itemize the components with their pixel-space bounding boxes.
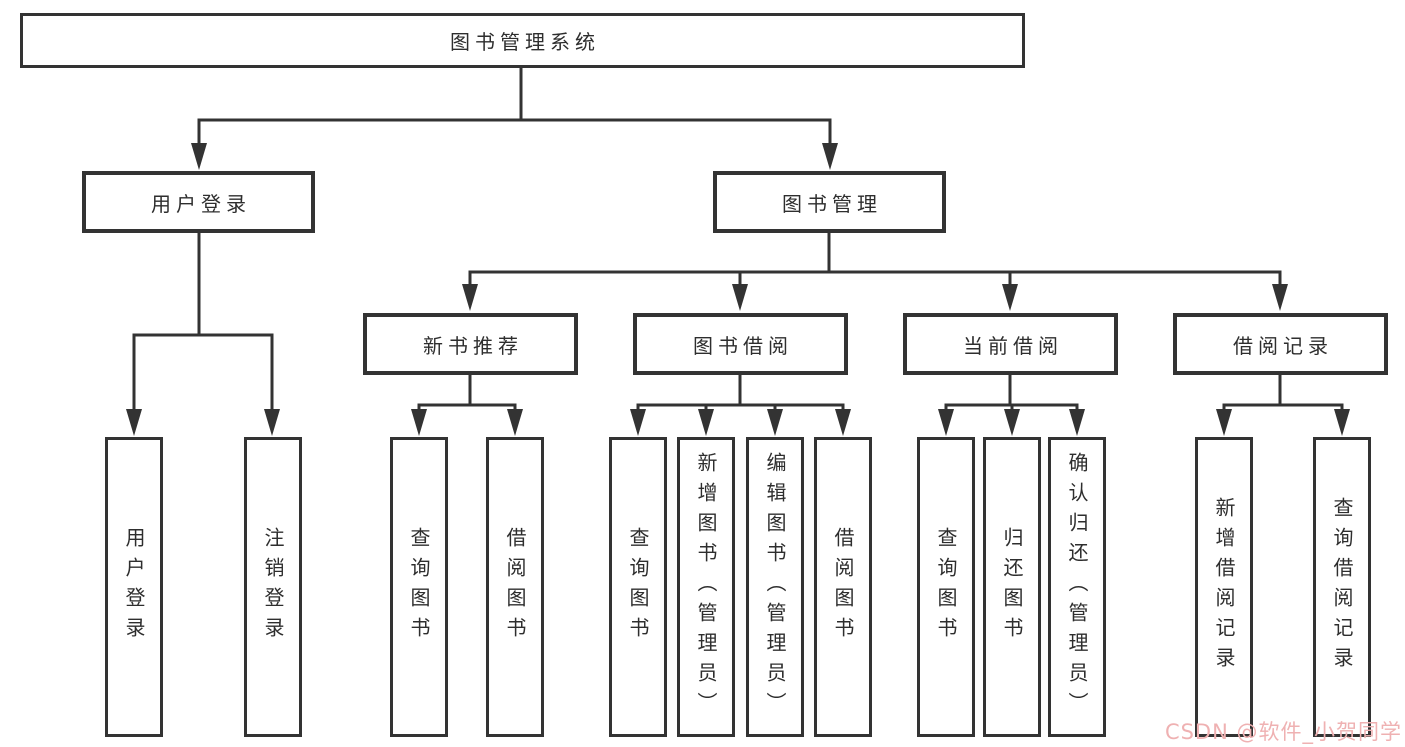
leaf-newbook-borrow-books: 借阅图书 — [486, 437, 544, 737]
node-user-login: 用户登录 — [82, 171, 315, 233]
leaf-label: 新增借阅记录 — [1212, 497, 1236, 677]
leaf-label: 新增图书（管理员） — [694, 452, 718, 722]
leaf-label: 确认归还（管理员） — [1065, 452, 1089, 722]
leaf-borrow-query-books: 查询图书 — [609, 437, 667, 737]
csdn-watermark: CSDN @软件_小贺同学 — [1164, 720, 1402, 744]
leaf-user-login: 用户登录 — [105, 437, 163, 737]
leaf-label: 查询图书 — [407, 527, 431, 647]
leaf-label: 查询图书 — [934, 527, 958, 647]
leaf-current-query-books: 查询图书 — [917, 437, 975, 737]
node-book-borrowing: 图书借阅 — [633, 313, 848, 375]
leaf-borrow-edit-books-admin: 编辑图书（管理员） — [746, 437, 804, 737]
node-label: 用户登录 — [151, 191, 251, 216]
node-label: 图书管理系统 — [450, 30, 600, 54]
leaf-label: 编辑图书（管理员） — [763, 452, 787, 722]
leaf-logout-login: 注销登录 — [244, 437, 302, 737]
node-label: 图书管理 — [782, 191, 882, 216]
leaf-label: 注销登录 — [261, 527, 285, 647]
leaf-label: 归还图书 — [1000, 527, 1024, 647]
leaf-label: 用户登录 — [122, 527, 146, 647]
leaf-borrow-borrow-books: 借阅图书 — [814, 437, 872, 737]
node-current-borrowing: 当前借阅 — [903, 313, 1118, 375]
leaf-current-return-books: 归还图书 — [983, 437, 1041, 737]
node-borrowing-records: 借阅记录 — [1173, 313, 1388, 375]
leaf-label: 查询图书 — [626, 527, 650, 647]
node-library-management-system: 图书管理系统 — [20, 13, 1025, 68]
leaf-current-confirm-return-admin: 确认归还（管理员） — [1048, 437, 1106, 737]
node-book-management: 图书管理 — [713, 171, 946, 233]
leaf-newbook-query-books: 查询图书 — [390, 437, 448, 737]
leaf-label: 查询借阅记录 — [1330, 497, 1354, 677]
arrowheads — [126, 143, 1350, 436]
leaf-label: 借阅图书 — [503, 527, 527, 647]
node-label: 当前借阅 — [963, 333, 1063, 358]
node-label: 借阅记录 — [1233, 333, 1333, 358]
leaf-label: 借阅图书 — [831, 527, 855, 647]
leaf-record-add-borrow-record: 新增借阅记录 — [1195, 437, 1253, 737]
node-new-book-recommendation: 新书推荐 — [363, 313, 578, 375]
connector-lines — [132, 68, 1344, 412]
leaf-borrow-add-books-admin: 新增图书（管理员） — [677, 437, 735, 737]
leaf-record-query-borrow-record: 查询借阅记录 — [1313, 437, 1371, 737]
node-label: 图书借阅 — [693, 333, 793, 358]
node-label: 新书推荐 — [423, 333, 523, 358]
